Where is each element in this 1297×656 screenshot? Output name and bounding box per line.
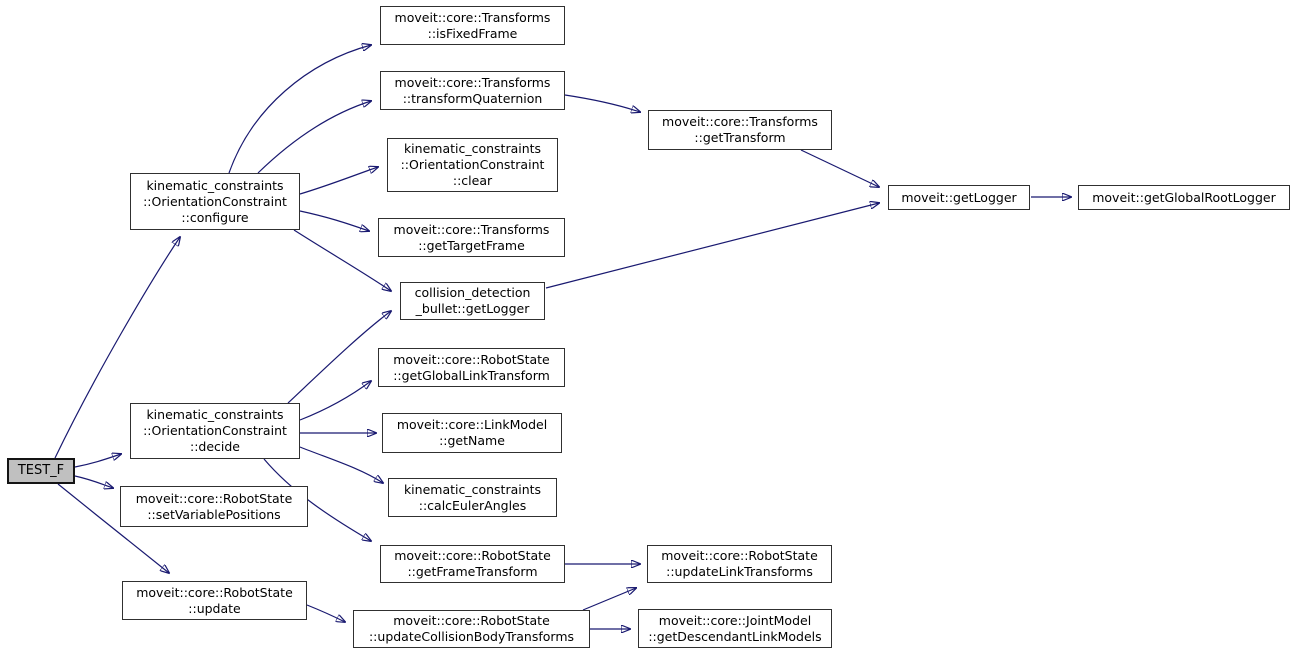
node-get_descendant_link_models[interactable]: moveit::core::JointModel ::getDescendant… xyxy=(638,609,832,648)
node-calc_euler_angles[interactable]: kinematic_constraints ::calcEulerAngles xyxy=(388,478,557,517)
edge-test_f-configure xyxy=(54,237,180,459)
edge-configure-is_fixed_frame xyxy=(228,45,371,174)
edge-decide-bullet_get_logger xyxy=(287,311,391,404)
edge-transform_quaternion-get_transform xyxy=(564,94,640,112)
edge-configure-get_target_frame xyxy=(299,210,369,231)
node-get_target_frame[interactable]: moveit::core::Transforms ::getTargetFram… xyxy=(378,218,565,257)
node-get_frame_transform[interactable]: moveit::core::RobotState ::getFrameTrans… xyxy=(380,545,565,583)
node-get_transform[interactable]: moveit::core::Transforms ::getTransform xyxy=(648,110,832,150)
edge-configure-transform_quaternion xyxy=(257,101,371,174)
edge-configure-clear xyxy=(299,167,378,195)
node-transform_quaternion[interactable]: moveit::core::Transforms ::transformQuat… xyxy=(380,71,565,110)
node-update[interactable]: moveit::core::RobotState ::update xyxy=(122,581,307,620)
edge-update_collision_body_transforms-update_link_transforms xyxy=(582,588,636,611)
edge-bullet_get_logger-moveit_get_logger xyxy=(545,203,879,289)
edge-decide-get_frame_transform xyxy=(263,458,371,541)
node-get_global_root_logger[interactable]: moveit::getGlobalRootLogger xyxy=(1078,185,1290,210)
edge-decide-calc_euler_angles xyxy=(299,446,383,483)
node-clear[interactable]: kinematic_constraints ::OrientationConst… xyxy=(387,138,558,192)
node-set_variable_positions[interactable]: moveit::core::RobotState ::setVariablePo… xyxy=(120,486,308,527)
edge-decide-get_global_link_transform xyxy=(299,381,371,421)
edge-get_transform-moveit_get_logger xyxy=(800,149,879,187)
node-bullet_get_logger[interactable]: collision_detection _bullet::getLogger xyxy=(400,282,545,320)
edge-update-update_collision_body_transforms xyxy=(306,604,345,622)
node-moveit_get_logger[interactable]: moveit::getLogger xyxy=(888,185,1030,210)
node-is_fixed_frame[interactable]: moveit::core::Transforms ::isFixedFrame xyxy=(380,6,565,45)
node-test_f[interactable]: TEST_F xyxy=(7,458,75,484)
edge-test_f-decide xyxy=(74,454,121,468)
node-update_link_transforms[interactable]: moveit::core::RobotState ::updateLinkTra… xyxy=(647,545,832,583)
node-decide[interactable]: kinematic_constraints ::OrientationConst… xyxy=(130,403,300,459)
node-configure[interactable]: kinematic_constraints ::OrientationConst… xyxy=(130,173,300,230)
node-update_collision_body_transforms[interactable]: moveit::core::RobotState ::updateCollisi… xyxy=(353,610,590,648)
edge-configure-bullet_get_logger xyxy=(293,229,391,291)
node-get_name[interactable]: moveit::core::LinkModel ::getName xyxy=(382,413,562,453)
edge-test_f-update xyxy=(57,483,169,573)
edge-test_f-set_variable_positions xyxy=(74,475,113,488)
node-get_global_link_transform[interactable]: moveit::core::RobotState ::getGlobalLink… xyxy=(378,348,565,387)
